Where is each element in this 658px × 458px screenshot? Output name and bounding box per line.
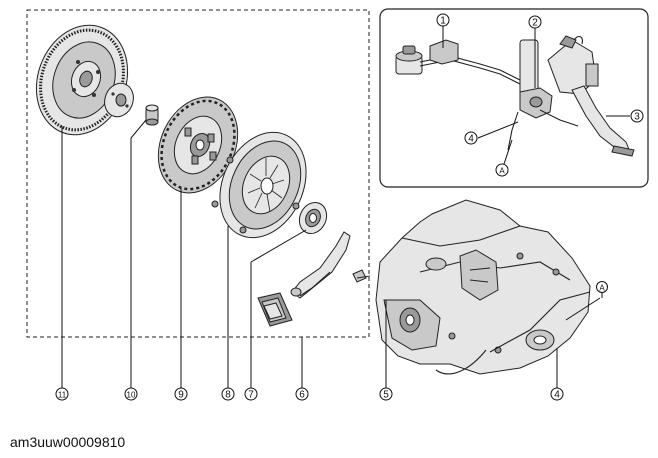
svg-text:8: 8 <box>225 390 231 401</box>
svg-text:7: 7 <box>248 390 254 401</box>
callout-2: 2 <box>528 15 542 29</box>
svg-text:2: 2 <box>532 18 538 29</box>
svg-text:10: 10 <box>127 391 136 400</box>
callout-5: 5 <box>379 387 393 401</box>
clutch-pedal-icon <box>539 35 635 157</box>
callout-8: 8 <box>221 387 235 401</box>
svg-text:11: 11 <box>58 391 67 400</box>
svg-text:9: 9 <box>178 390 184 401</box>
svg-text:A: A <box>599 284 605 293</box>
svg-text:6: 6 <box>299 390 305 401</box>
callout-1: 1 <box>436 13 450 27</box>
callout-a-bottom: A <box>596 281 608 293</box>
svg-text:4: 4 <box>468 134 474 145</box>
svg-text:5: 5 <box>383 390 389 401</box>
clutch-group-frame <box>26 9 370 338</box>
svg-text:3: 3 <box>634 112 640 123</box>
svg-text:A: A <box>499 167 505 176</box>
leader-lines <box>61 26 630 388</box>
release-bearing-icon <box>298 201 328 235</box>
master-cylinder-icon <box>395 39 553 151</box>
callout-9: 9 <box>174 387 188 401</box>
flywheel-icon <box>35 24 134 136</box>
pilot-bearing-icon <box>145 104 159 126</box>
image-id-label: am3uuw00009810 <box>10 434 126 450</box>
callout-7: 7 <box>244 387 258 401</box>
callout-3: 3 <box>630 109 644 123</box>
release-fork-icon <box>290 231 371 299</box>
callout-11: 11 <box>55 387 69 401</box>
transaxle-icon <box>375 199 591 375</box>
svg-text:1: 1 <box>440 16 446 27</box>
hydraulic-inset-frame <box>379 8 649 188</box>
callout-4-bottom: 4 <box>550 387 564 401</box>
callout-10: 10 <box>124 387 138 401</box>
callout-a-inset: A <box>495 163 509 177</box>
clutch-cover-icon <box>211 131 307 239</box>
svg-text:4: 4 <box>554 390 560 401</box>
callout-4-inset: 4 <box>464 131 478 145</box>
callout-6: 6 <box>295 387 309 401</box>
boot-icon <box>257 292 293 327</box>
